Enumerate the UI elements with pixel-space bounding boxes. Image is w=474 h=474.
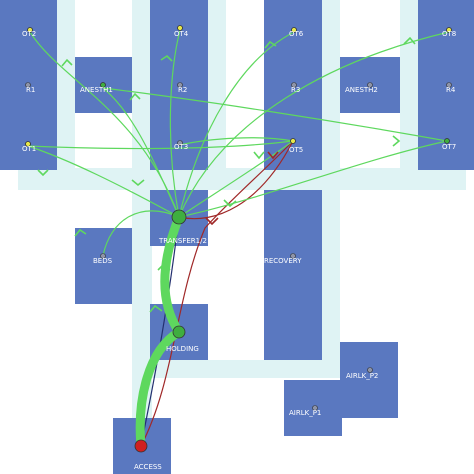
corridor-vertical-4 — [322, 0, 340, 190]
label-airlock-p1: AIRLK_P1 — [289, 409, 321, 417]
node-access — [134, 439, 148, 453]
label-access: ACCESS — [134, 463, 162, 471]
label-beds: BEDS — [93, 257, 113, 265]
arrow-red-2 — [205, 217, 219, 226]
node-r3 — [291, 82, 297, 88]
node-anesth2 — [367, 82, 373, 88]
node-airlock-p1 — [312, 405, 318, 411]
label-anesth2: ANESTH2 — [345, 86, 378, 94]
node-airlock-p2 — [367, 367, 373, 373]
arrow-thick-mid — [157, 262, 171, 271]
corridor-vertical-1 — [57, 0, 75, 190]
node-ot8 — [446, 27, 452, 33]
flow-ot1-ot5 — [27, 140, 294, 150]
label-ot7: OT7 — [442, 143, 456, 151]
corridor-vertical-3 — [208, 0, 226, 190]
flow-arrows — [37, 36, 416, 313]
label-ot2: OT2 — [22, 30, 36, 38]
label-airlock-p2: AIRLK_P2 — [346, 372, 378, 380]
arrow-ot6 — [264, 40, 277, 49]
node-ot2 — [27, 27, 33, 33]
label-r3: R3 — [291, 86, 300, 94]
arrow-ot4 — [160, 54, 173, 62]
corridor-lower-horizontal — [132, 360, 340, 378]
flow-transfer-ot8 — [178, 31, 450, 218]
label-ot6: OT6 — [289, 30, 304, 38]
room-airlock-p2 — [340, 342, 398, 418]
arrow-mid-1 — [131, 179, 145, 187]
node-r4 — [446, 82, 452, 88]
arrow-thick-low — [149, 304, 163, 313]
label-r1: R1 — [26, 86, 35, 94]
node-ot5 — [290, 138, 296, 144]
flow-transfer-beds — [102, 210, 180, 257]
label-recovery: RECOVERY — [264, 257, 302, 265]
flow-red-transfer-ot5 — [178, 140, 294, 220]
flow-anesth1-ot7 — [102, 87, 448, 142]
label-transfer: TRANSFER1/2 — [158, 237, 207, 245]
arrow-beds — [74, 228, 87, 237]
flow-transfer-ot5 — [178, 140, 294, 218]
label-holding: HOLDING — [166, 345, 199, 353]
label-ot4: OT4 — [174, 30, 189, 38]
arrow-ot7 — [392, 135, 401, 147]
node-ot4 — [177, 25, 183, 31]
flow-transfer-anesth1 — [102, 87, 180, 218]
room-beds — [75, 228, 132, 304]
flow-thick-holding-transfer — [160, 212, 184, 337]
label-ot3: OT3 — [174, 143, 188, 151]
node-ot7 — [444, 138, 450, 144]
label-anesth1: ANESTH1 — [80, 86, 113, 94]
flow-thick-access-holding — [135, 327, 184, 451]
arrow-mid-3 — [253, 151, 265, 160]
node-anesth1 — [100, 82, 106, 88]
flow-transfer-ot1 — [27, 145, 180, 218]
arrow-mid-2 — [223, 199, 237, 208]
corridors — [18, 0, 466, 430]
arrow-ot1 — [37, 169, 49, 177]
label-ot5: OT5 — [289, 146, 303, 154]
flows — [27, 29, 450, 451]
label-ot1: OT1 — [22, 145, 36, 153]
flow-transfer-ot4 — [169, 29, 181, 218]
corridor-vertical-7 — [322, 168, 340, 368]
room-nodes — [25, 25, 452, 453]
node-beds — [100, 253, 106, 259]
arrow-anesth1 — [129, 92, 141, 101]
arrow-ot8 — [403, 36, 416, 45]
flow-ot3-ot5 — [179, 137, 294, 146]
room-labels: OT2 OT4 OT6 OT8 R1 ANESTH1 R2 R3 ANESTH2… — [22, 30, 456, 471]
corridor-vertical-5 — [400, 0, 418, 190]
arrow-ot2 — [61, 58, 73, 67]
corridor-vertical-2 — [132, 0, 150, 190]
corridor-main-horizontal — [18, 168, 466, 190]
flow-red-access-ot5 — [140, 140, 294, 447]
label-ot8: OT8 — [442, 30, 456, 38]
node-transfer — [171, 209, 187, 225]
node-ot3 — [177, 140, 183, 146]
flow-transfer-ot7 — [178, 140, 448, 218]
node-ot1 — [25, 141, 31, 147]
node-ot6 — [291, 27, 297, 33]
node-holding — [172, 325, 186, 339]
label-r2: R2 — [178, 86, 187, 94]
label-r4: R4 — [446, 86, 456, 94]
room-recovery — [264, 190, 322, 360]
node-r2 — [177, 82, 183, 88]
node-r1 — [25, 82, 31, 88]
arrow-red-1 — [267, 151, 279, 160]
node-recovery — [290, 253, 296, 259]
